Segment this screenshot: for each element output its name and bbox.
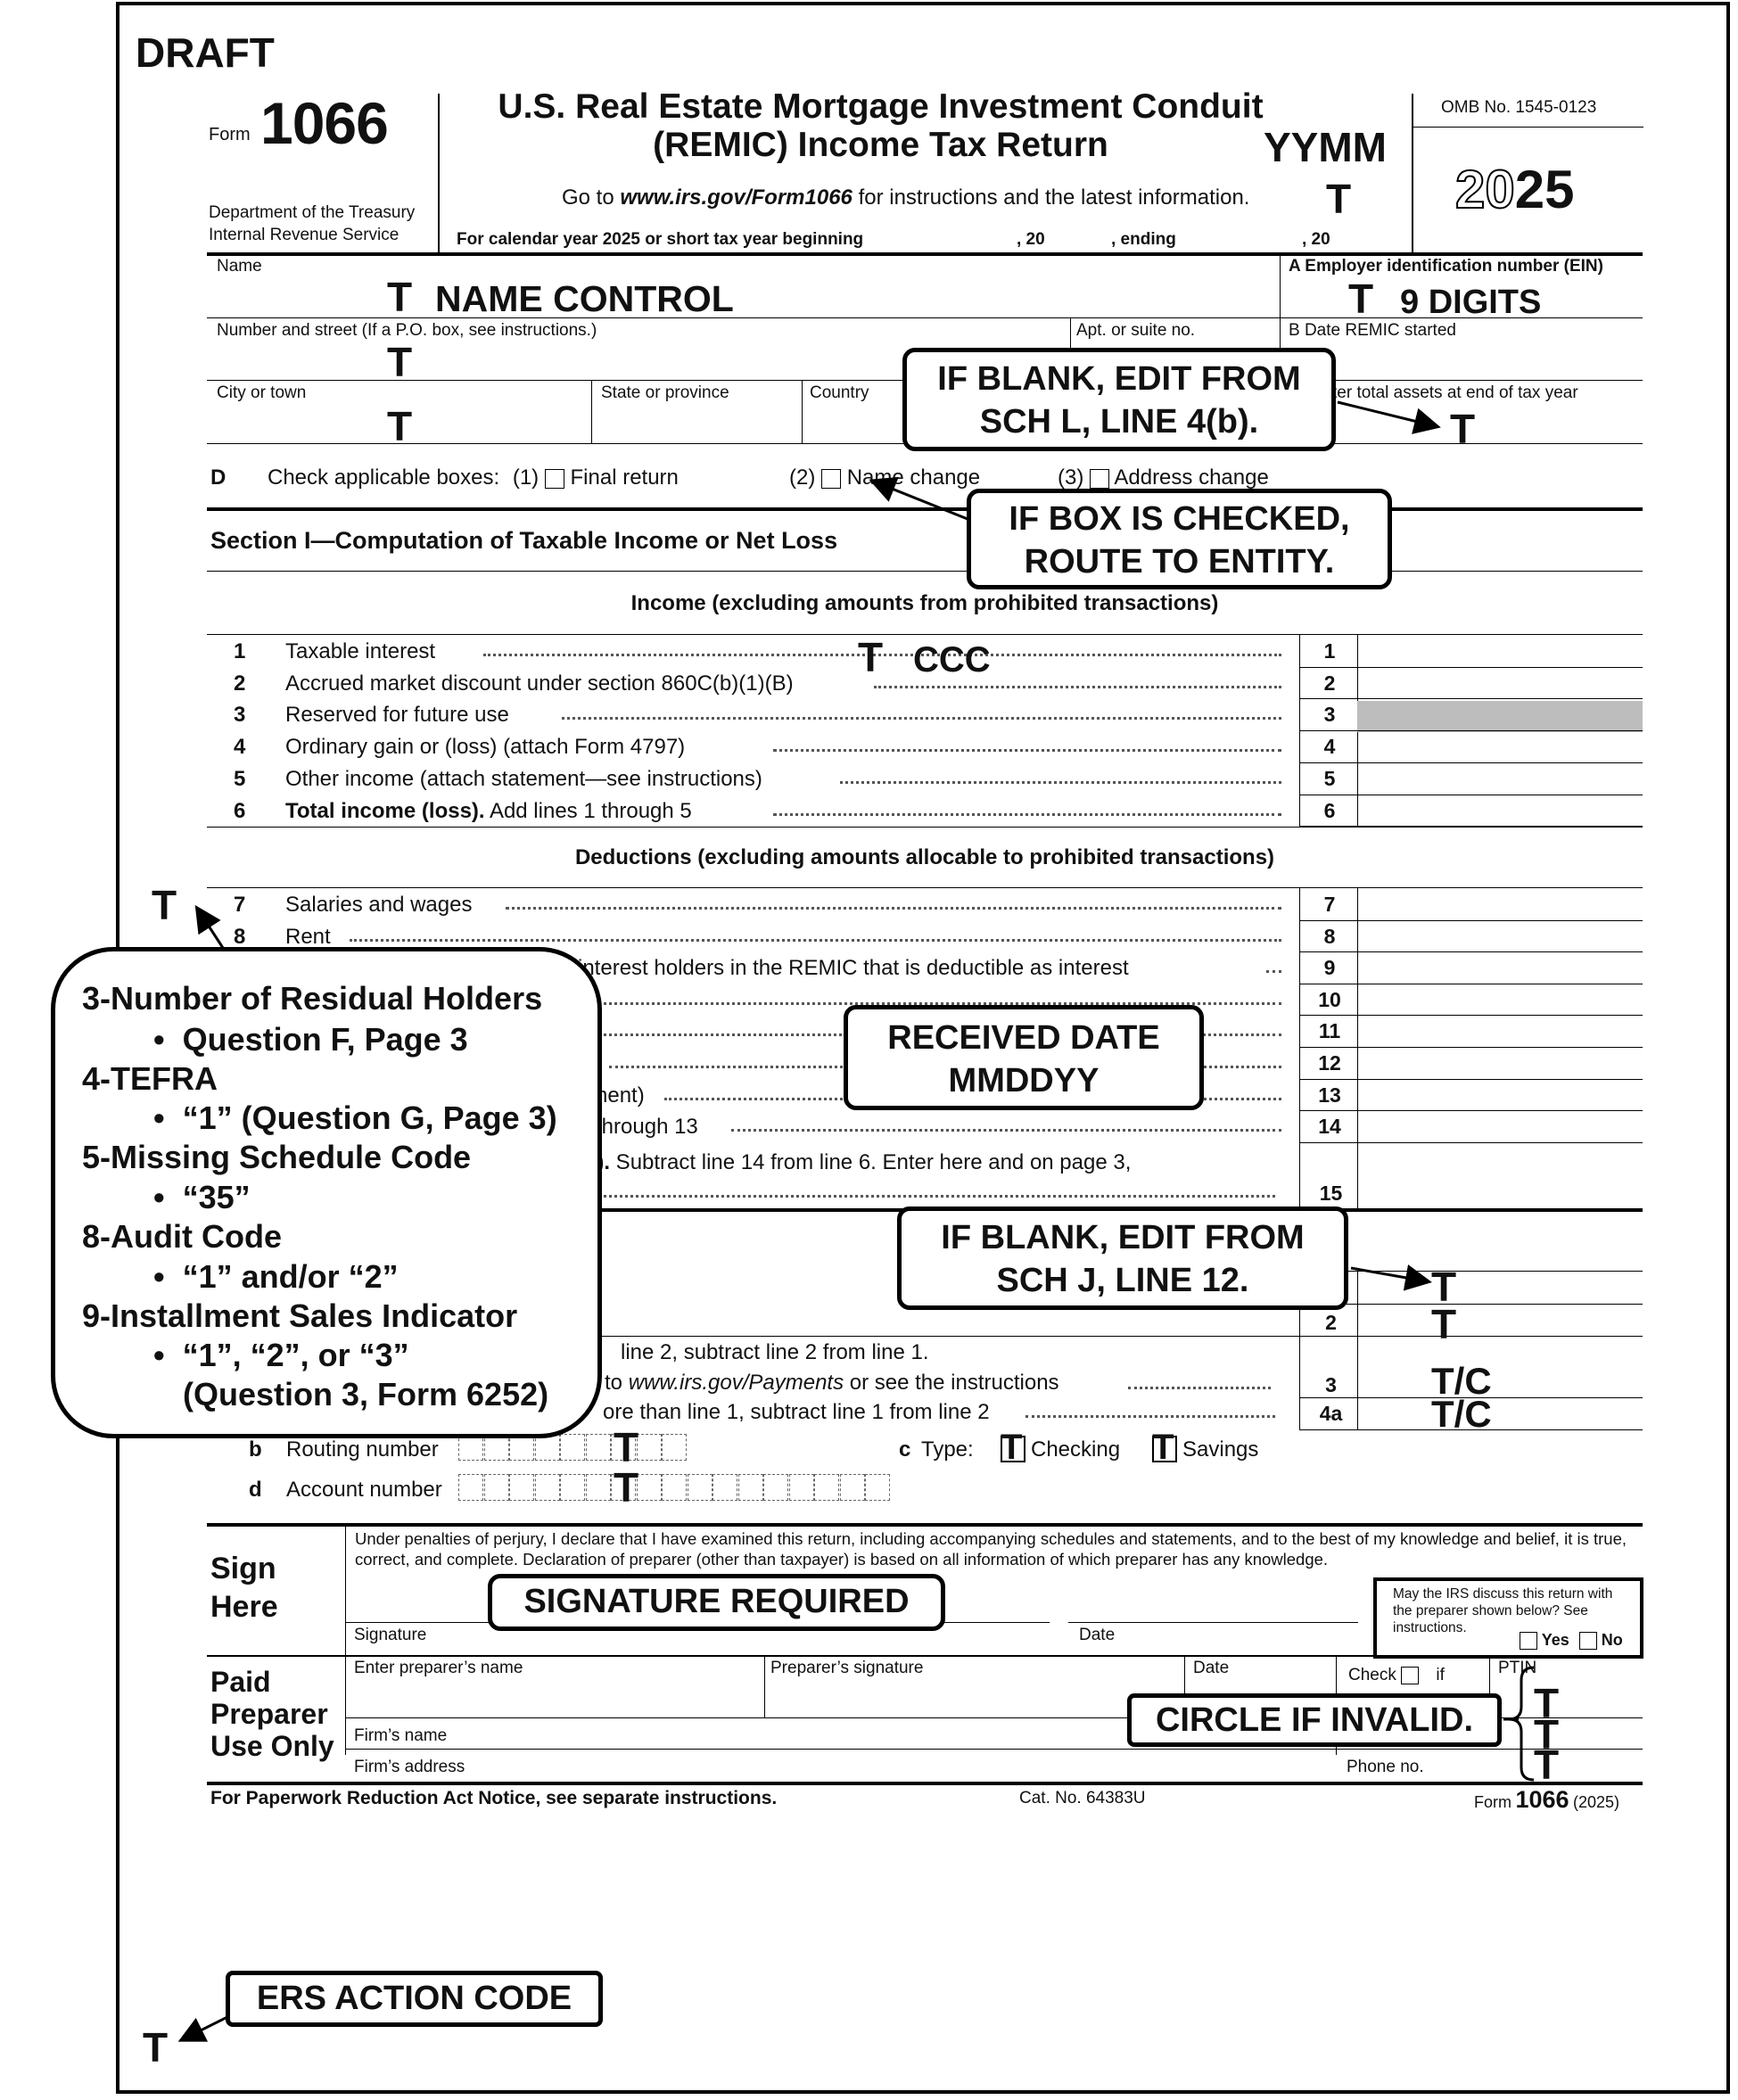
name-control: NAME CONTROL [435,278,734,319]
digit-box[interactable] [662,1434,687,1461]
callout-signature-required: SIGNATURE REQUIRED [488,1574,945,1631]
yymm-mark: YYMM [1264,124,1387,170]
digit-box[interactable] [483,1474,509,1501]
t-mark-account: T [614,1464,639,1511]
deductions-heading: Deductions (excluding amounts allocable … [574,845,1275,869]
checking-checkbox[interactable] [1001,1436,1026,1462]
omb-number: OMB No. 1545-0123 [1441,98,1597,117]
digit-box[interactable] [636,1474,662,1501]
digit-box[interactable] [534,1474,560,1501]
t-mark-street: T [387,339,413,385]
line15-desc: s). Subtract line 14 from line 6. Enter … [585,1150,1132,1174]
digit-box[interactable] [763,1474,788,1501]
irs-discuss-box: May the IRS discuss this return with the… [1373,1577,1643,1659]
final-return-checkbox[interactable] [544,468,564,489]
tax-year: 2025 [1454,159,1575,220]
calendar-line: For calendar year 2025 or short tax year… [457,230,864,249]
name-change-checkbox[interactable] [821,468,842,489]
digit-box[interactable] [611,1474,636,1501]
income-amount-field[interactable] [1357,701,1643,733]
ccc-mark: CCC [913,640,991,679]
tc-mark-line4a: T/C [1431,1393,1492,1435]
t-mark-routing: T [614,1424,639,1470]
t-mark-ers: T [143,2024,169,2071]
dept-line2: Internal Revenue Service [209,226,399,244]
t-mark-city: T [387,403,413,449]
perjury-statement: Under penalties of perjury, I declare th… [355,1529,1627,1569]
address-change-checkbox[interactable] [1090,468,1110,489]
t-mark-total-assets: T [1450,406,1476,452]
digit-box[interactable] [585,1434,611,1461]
deduction-line: 9interest holders in the REMIC that is d… [207,954,1643,985]
digit-box[interactable] [636,1434,662,1461]
digit-box[interactable] [509,1474,534,1501]
discuss-no-checkbox[interactable] [1578,1632,1597,1651]
t-mark-header: T [1326,176,1352,222]
goto-line: Go to www.irs.gov/Form1066 for instructi… [562,185,1250,210]
digit-box[interactable] [458,1474,483,1501]
callout-ers-action-code: ERS ACTION CODE [226,1971,603,2027]
dept-line1: Department of the Treasury [209,203,416,222]
digit-box[interactable] [839,1474,865,1501]
t-mark-tax2: T [1431,1301,1457,1347]
callout-route-entity: IF BOX IS CHECKED,ROUTE TO ENTITY. [967,489,1392,589]
t-mark-ein: T [1348,276,1374,322]
digit-box[interactable] [662,1474,687,1501]
digit-box[interactable] [687,1474,712,1501]
digit-box[interactable] [560,1434,585,1461]
t-mark-tax1: T [1431,1264,1457,1310]
t-mark-name: T [387,274,413,320]
self-employed-checkbox[interactable] [1401,1666,1420,1684]
digit-box[interactable] [865,1474,890,1501]
t-mark-interest: T [858,634,884,680]
tc-mark-line3: T/C [1431,1360,1492,1402]
title-line1: U.S. Real Estate Mortgage Investment Con… [498,87,1264,126]
title-line2: (REMIC) Income Tax Return [653,126,1108,164]
draft-stamp: DRAFT [136,29,275,76]
digit-box[interactable] [737,1474,763,1501]
income-heading: Income (excluding amounts from prohibite… [630,591,1219,615]
section1-title: Section I—Computation of Taxable Income … [210,527,838,554]
savings-checkbox[interactable] [1152,1436,1177,1462]
check-boxes-row: Check applicable boxes: (1) Final return [268,465,679,490]
digit-box[interactable] [712,1474,737,1501]
t-mark-ptin: T [1534,1680,1560,1726]
codes-box: 3-Number of Residual Holders • Question … [51,947,602,1438]
form-number: 1066 [260,90,389,156]
digit-box[interactable] [788,1474,814,1501]
digit-box[interactable] [560,1474,585,1501]
form-word: Form [209,125,251,144]
t-mark-firm-ein: T [1534,1711,1560,1758]
digit-box[interactable] [611,1434,636,1461]
callout-circle-invalid: CIRCLE IF INVALID. [1127,1693,1502,1747]
t-mark-phone: T [1534,1742,1560,1788]
ein-value: 9 DIGITS [1400,284,1542,321]
t-mark-codes: T [152,882,177,928]
discuss-yes-checkbox[interactable] [1520,1632,1537,1651]
digit-box[interactable] [585,1474,611,1501]
digit-box[interactable] [814,1474,839,1501]
